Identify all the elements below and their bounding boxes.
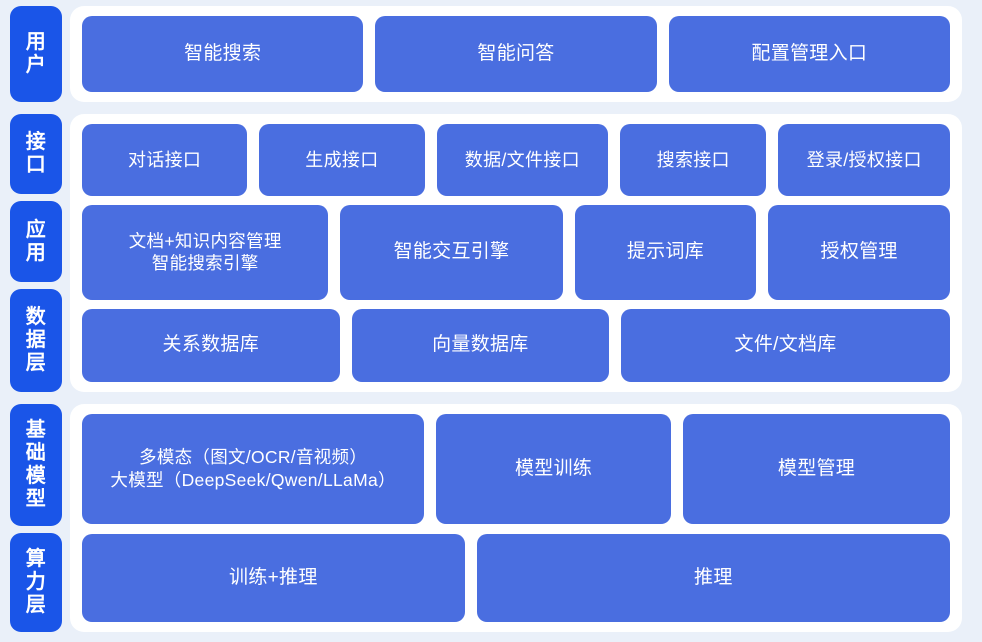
rail-user: 用户 [10,6,62,102]
node-smart-qa[interactable]: 智能问答 [375,16,657,92]
section-core: 接口 应用 数据层 对话接口 生成接口 数据/文件接口 搜索接口 登录/授权接口… [10,114,972,393]
rail-core: 接口 应用 数据层 [10,114,62,393]
panel-base: 多模态（图文/OCR/音视频） 大模型（DeepSeek/Qwen/LLaMa）… [70,404,962,632]
node-model-management[interactable]: 模型管理 [682,414,950,524]
node-row: 智能搜索 智能问答 配置管理入口 [82,16,950,92]
node-row-application: 文档+知识内容管理 智能搜索引擎 智能交互引擎 提示词库 授权管理 [82,205,950,300]
node-model-training[interactable]: 模型训练 [436,414,671,524]
section-user: 用户 智能搜索 智能问答 配置管理入口 [10,6,972,102]
node-training-inference[interactable]: 训练+推理 [82,533,465,622]
rail-label-application[interactable]: 应用 [10,201,62,282]
node-data-file-api[interactable]: 数据/文件接口 [436,124,609,197]
node-generation-api[interactable]: 生成接口 [259,124,425,197]
node-dialog-api[interactable]: 对话接口 [82,124,248,197]
panel-user: 智能搜索 智能问答 配置管理入口 [70,6,962,102]
node-smart-search[interactable]: 智能搜索 [82,16,364,92]
node-document-knowledge-management[interactable]: 文档+知识内容管理 智能搜索引擎 [82,205,329,300]
node-smart-interaction-engine[interactable]: 智能交互引擎 [340,205,563,300]
node-multimodal-large-model[interactable]: 多模态（图文/OCR/音视频） 大模型（DeepSeek/Qwen/LLaMa） [82,414,425,524]
rail-label-interface[interactable]: 接口 [10,114,62,195]
node-login-auth-api[interactable]: 登录/授权接口 [778,124,950,197]
node-prompt-library[interactable]: 提示词库 [574,205,757,300]
node-vector-database[interactable]: 向量数据库 [351,308,610,382]
rail-base: 基础模型 算力层 [10,404,62,633]
rail-label-compute[interactable]: 算力层 [10,532,62,633]
node-row-data: 关系数据库 向量数据库 文件/文档库 [82,308,950,382]
node-row-compute: 训练+推理 推理 [82,533,950,622]
node-inference[interactable]: 推理 [476,533,950,622]
node-config-management-entry[interactable]: 配置管理入口 [668,16,950,92]
node-row-interface: 对话接口 生成接口 数据/文件接口 搜索接口 登录/授权接口 [82,124,950,197]
panel-core: 对话接口 生成接口 数据/文件接口 搜索接口 登录/授权接口 文档+知识内容管理… [70,114,962,392]
node-file-document-store[interactable]: 文件/文档库 [621,308,950,382]
rail-label-user[interactable]: 用户 [10,6,62,102]
rail-label-data[interactable]: 数据层 [10,288,62,393]
node-relational-database[interactable]: 关系数据库 [82,308,340,382]
node-row-model: 多模态（图文/OCR/音视频） 大模型（DeepSeek/Qwen/LLaMa）… [82,414,950,524]
node-search-api[interactable]: 搜索接口 [620,124,767,197]
node-authorization-management[interactable]: 授权管理 [768,205,950,300]
rail-label-foundation-model[interactable]: 基础模型 [10,404,62,526]
section-base: 基础模型 算力层 多模态（图文/OCR/音视频） 大模型（DeepSeek/Qw… [10,404,972,633]
